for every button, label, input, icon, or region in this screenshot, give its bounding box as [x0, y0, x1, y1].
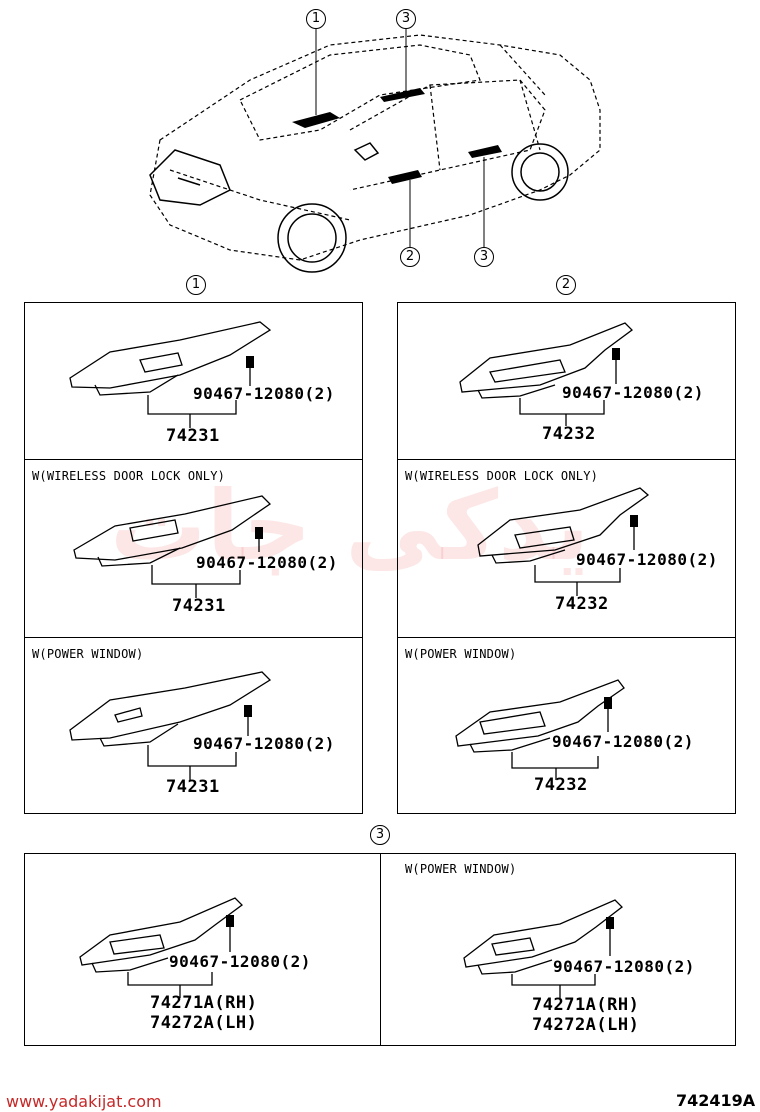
- callout-2-door: 2: [400, 247, 420, 267]
- callout-1-top: 1: [306, 9, 326, 29]
- callout-1-panel: 1: [186, 275, 206, 295]
- panel-2-cell-3-part-number: 74232: [534, 775, 588, 795]
- panel-2-cell-2-part-number: 74232: [555, 594, 609, 614]
- panel-2-cell-3-note: W(POWER WINDOW): [405, 647, 517, 661]
- callout-2-panel: 2: [556, 275, 576, 295]
- panel-1-cell-3-note: W(POWER WINDOW): [32, 647, 144, 661]
- panel-2-cell-2-note: W(WIRELESS DOOR LOCK ONLY): [405, 469, 599, 483]
- panel-3-divider: [380, 853, 381, 1046]
- panel-1-cell-2-bolt-label: 90467-12080(2): [196, 553, 338, 572]
- panel-2-divider-2: [397, 637, 736, 638]
- panel-1-cell-1-bolt-label: 90467-12080(2): [193, 384, 335, 403]
- figure-id: 742419A: [676, 1091, 756, 1110]
- watermark-logo: یدکی جات: [110, 470, 590, 582]
- panel-1-cell-2-part-number: 74231: [172, 596, 226, 616]
- panel-3-cell-2-part-number-rh: 74271A(RH): [532, 995, 640, 1015]
- panel-1-divider-1: [24, 459, 363, 460]
- panel-2-frame: [397, 302, 736, 814]
- website-link[interactable]: www.yadakijat.com: [6, 1092, 162, 1111]
- panel-1-cell-3-bolt-label: 90467-12080(2): [193, 734, 335, 753]
- panel-2-cell-3-bolt-label: 90467-12080(2): [552, 732, 694, 751]
- panel-1-cell-2-note: W(WIRELESS DOOR LOCK ONLY): [32, 469, 226, 483]
- callout-3-panel: 3: [370, 825, 390, 845]
- callout-3-top: 3: [396, 9, 416, 29]
- panel-3-cell-2-note: W(POWER WINDOW): [405, 862, 517, 876]
- car-overview-illustration: [149, 28, 601, 273]
- panel-3-cell-2-bolt-label: 90467-12080(2): [553, 957, 695, 976]
- panel-3-cell-1-part-number-lh: 74272A(LH): [150, 1013, 258, 1033]
- panel-3-cell-2-part-number-lh: 74272A(LH): [532, 1015, 640, 1035]
- callout-3-door: 3: [474, 247, 494, 267]
- panel-2-cell-1-part-number: 74232: [542, 424, 596, 444]
- panel-2-cell-1-bolt-label: 90467-12080(2): [562, 383, 704, 402]
- panel-2-divider-1: [397, 459, 736, 460]
- panel-1-cell-3-part-number: 74231: [166, 777, 220, 797]
- panel-3-cell-1-bolt-label: 90467-12080(2): [169, 952, 311, 971]
- panel-2-cell-2-bolt-label: 90467-12080(2): [576, 550, 718, 569]
- panel-3-cell-1-part-number-rh: 74271A(RH): [150, 993, 258, 1013]
- panel-1-divider-2: [24, 637, 363, 638]
- panel-1-cell-1-part-number: 74231: [166, 426, 220, 446]
- panel-1-frame: [24, 302, 363, 814]
